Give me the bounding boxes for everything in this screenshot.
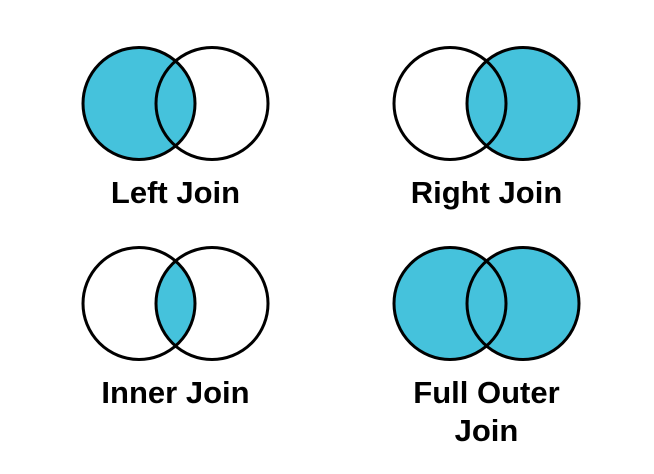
panel-label-left-join: Left Join [110, 175, 241, 210]
venn-panel-right-join: Right Join [331, 46, 642, 212]
inner-join-venn-diagram [81, 246, 270, 361]
right-circle-outline [154, 246, 270, 361]
panel-label-inner-join: Inner Join [101, 375, 250, 410]
venn-panel-inner-join: Inner Join [20, 246, 331, 450]
left-circle-outline [81, 46, 197, 161]
left-circle-outline [392, 46, 508, 161]
panel-label-full-outer-join: Full Outer Join [413, 375, 560, 448]
right-circle-fill [467, 247, 579, 360]
panel-label-right-join: Right Join [410, 175, 563, 210]
right-circle-outline [154, 46, 270, 161]
venn-panel-left-join: Left Join [20, 46, 331, 212]
left-circle-outline [392, 246, 508, 361]
right-circle-outline [465, 246, 581, 361]
right-circle-outline [465, 46, 581, 161]
venn-panel-full-outer-join: Full Outer Join [331, 246, 642, 450]
right-join-venn-diagram [392, 46, 581, 161]
intersection-lens-fill [155, 261, 196, 346]
join-diagrams-grid: Left Join Right Join Inner Join [20, 46, 642, 450]
full-outer-join-venn-diagram [392, 246, 581, 361]
left-join-venn-diagram [81, 46, 270, 161]
left-circle-outline [81, 246, 197, 361]
right-circle-fill [467, 47, 579, 160]
left-circle-fill [83, 47, 195, 160]
